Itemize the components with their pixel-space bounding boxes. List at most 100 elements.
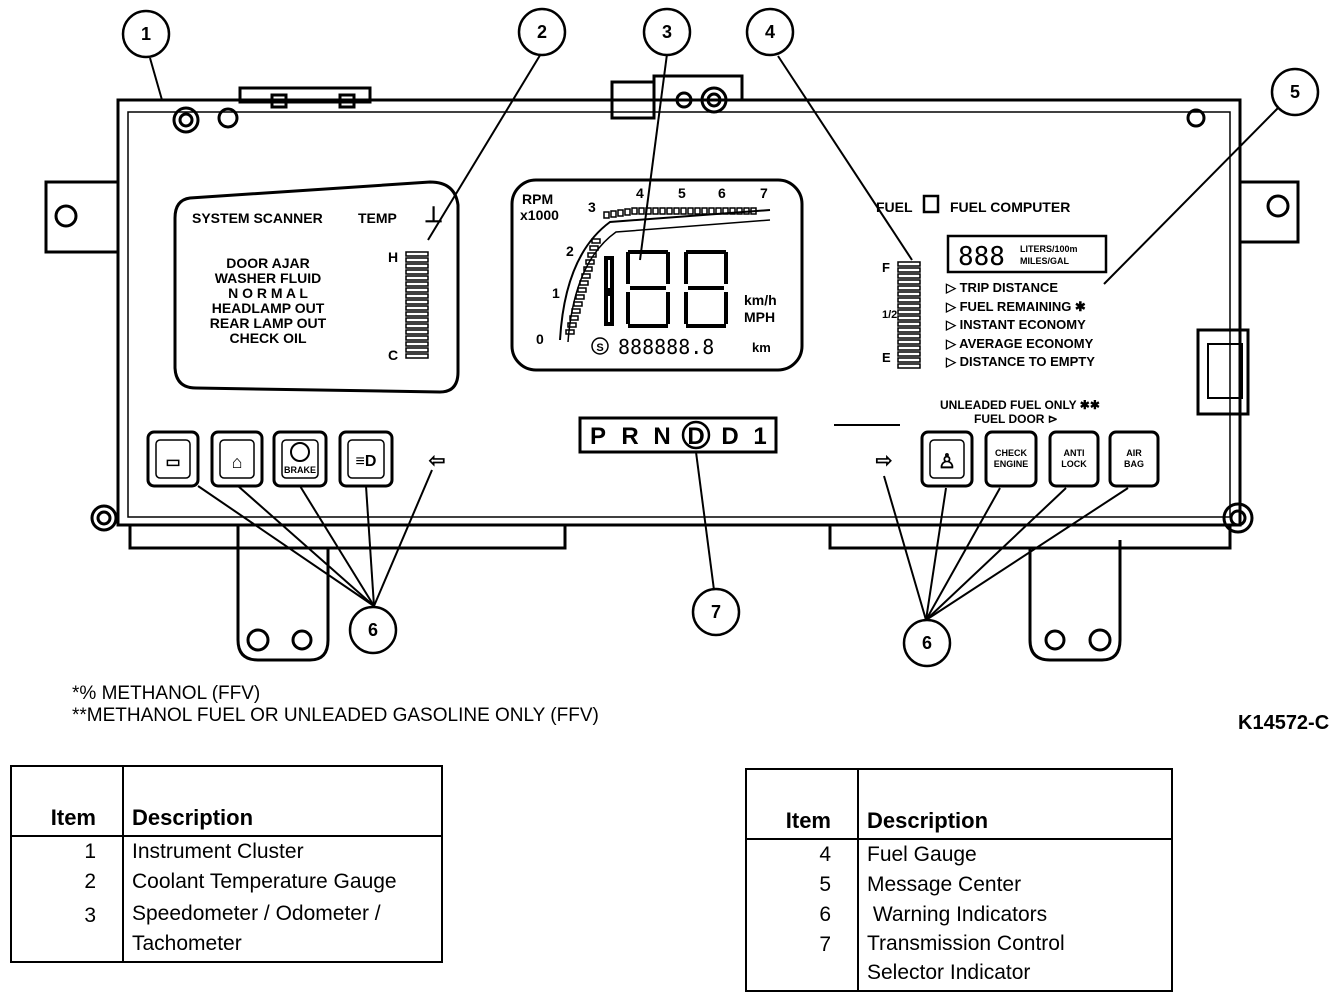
legend-description: Message Center xyxy=(857,870,1172,900)
tach-segment xyxy=(631,207,638,215)
tach-segment xyxy=(680,207,687,215)
table-row: 2 Coolant Temperature Gauge xyxy=(11,867,442,897)
unleaded-note: UNLEADED FUEL ONLY ✱✱ xyxy=(940,398,1100,412)
temp-hot-label: H xyxy=(388,249,398,265)
temp-bar-segment xyxy=(405,251,429,257)
legend-item: 3 xyxy=(84,904,96,927)
tach-segment xyxy=(687,207,694,215)
legend-header-item: Item xyxy=(50,805,96,830)
anti-lock-line2: LOCK xyxy=(1061,459,1087,469)
temp-bar-segment xyxy=(405,299,429,305)
callout-5: 5 xyxy=(1290,82,1300,102)
odometer-readout: 888888.8 xyxy=(618,335,714,359)
callout-6-left: 6 xyxy=(368,620,378,640)
seatbelt-icon: ♙ xyxy=(938,451,956,473)
legend-description: Warning Indicators xyxy=(857,900,1172,930)
anti-lock-lamp xyxy=(1048,430,1100,488)
system-scanner-panel: SYSTEM SCANNER TEMP ⊥ DOOR AJAR WASHER F… xyxy=(173,180,460,394)
battery-icon: ▭ xyxy=(165,454,180,471)
tach-segment xyxy=(567,322,577,328)
legend-header-description: Description xyxy=(122,766,442,836)
fuel-computer-panel: FUEL FUEL COMPUTER 888 LITERS/100m MILES… xyxy=(834,194,1108,426)
footnote-fuel-only: **METHANOL FUEL OR UNLEADED GASOLINE ONL… xyxy=(72,705,599,726)
check-engine-line2: ENGINE xyxy=(994,459,1029,469)
callout-6-right: 6 xyxy=(922,633,932,653)
leader-lines xyxy=(149,51,1279,621)
speed-digits xyxy=(604,250,728,328)
tach-segment xyxy=(573,301,583,307)
unit-liters: LITERS/100m xyxy=(1020,244,1078,254)
fuel-bar-segment xyxy=(897,333,921,339)
tach-segment xyxy=(571,308,581,314)
prnd-indicator: P R N D D 1 xyxy=(578,416,778,454)
check-engine-line1: CHECK xyxy=(995,448,1028,458)
odometer-prefix: S xyxy=(596,342,603,354)
temp-bar-segment xyxy=(405,275,429,281)
tach-tick-3: 3 xyxy=(588,199,596,215)
callout-7: 7 xyxy=(711,602,721,622)
fuel-bar-segment xyxy=(897,261,921,267)
legend-item: 5 xyxy=(819,873,831,896)
table-row: 6 Warning Indicators xyxy=(746,900,1172,930)
temp-bar-segment xyxy=(405,305,429,311)
odometer-unit: km xyxy=(752,340,771,355)
unit-mpg: MILES/GAL xyxy=(1020,256,1070,266)
rpm-multiplier: x1000 xyxy=(520,207,559,223)
tach-tick-1: 1 xyxy=(552,285,560,301)
check-engine-lamp xyxy=(984,430,1038,488)
legend-description: Tachometer xyxy=(122,931,442,962)
tach-segment xyxy=(659,207,666,215)
legend-description: Speedometer / Odometer / xyxy=(122,897,442,931)
tach-segment xyxy=(583,266,593,272)
headlamp-icon: ≡D xyxy=(356,453,377,470)
scanner-msg-headlamp-out: HEADLAMP OUT xyxy=(212,300,325,316)
tach-tick-0: 0 xyxy=(536,331,544,347)
fuel-bar-segment xyxy=(897,303,921,309)
tach-segment xyxy=(722,207,729,215)
temp-bar-segment xyxy=(405,329,429,335)
fuel-bar-segment xyxy=(897,279,921,285)
legend-item: 2 xyxy=(84,870,96,893)
tach-segment xyxy=(581,273,591,279)
legend-item: 7 xyxy=(819,933,831,956)
legend-description: Fuel Gauge xyxy=(857,839,1172,870)
legend-description: Coolant Temperature Gauge xyxy=(122,867,442,897)
table-row: Selector Indicator xyxy=(746,960,1172,991)
callout-1: 1 xyxy=(141,24,151,44)
gear-r: R xyxy=(621,423,638,450)
fuel-pump-icon xyxy=(922,194,940,214)
temp-gauge-bars xyxy=(405,251,429,359)
fuel-bar-segment xyxy=(897,273,921,279)
scanner-msg-washer-fluid: WASHER FLUID xyxy=(215,270,322,286)
fuel-computer-readout: 888 xyxy=(958,242,1005,272)
fuel-bar-segment xyxy=(897,345,921,351)
tach-segment xyxy=(708,207,715,215)
fuel-gauge-bars xyxy=(897,261,921,369)
battery-lamp xyxy=(146,430,200,488)
legend-description: Instrument Cluster xyxy=(122,836,442,867)
footnote-methanol: *% METHANOL (FFV) xyxy=(72,683,261,704)
tach-segment xyxy=(579,280,589,286)
tach-speedo-panel: RPM x1000 0 1 2 3 4 5 6 7 km/h MPH S 888… xyxy=(510,178,804,372)
scanner-title: SYSTEM SCANNER xyxy=(192,210,323,226)
scanner-msg-rear-lamp-out: REAR LAMP OUT xyxy=(210,315,327,331)
fuel-bar-segment xyxy=(897,285,921,291)
tach-segment xyxy=(736,207,743,215)
tach-segment xyxy=(701,207,708,215)
temp-bar-segment xyxy=(405,281,429,287)
callout-2: 2 xyxy=(537,22,547,42)
tach-segment xyxy=(575,294,585,300)
tach-tick-7: 7 xyxy=(760,185,768,201)
fuel-bar-segment xyxy=(897,291,921,297)
tach-segment xyxy=(652,207,659,215)
tach-segment xyxy=(610,210,617,218)
tach-bar-segments xyxy=(565,207,757,335)
temp-bar-segment xyxy=(405,293,429,299)
fuel-empty-label: E xyxy=(882,350,891,365)
tach-tick-5: 5 xyxy=(678,185,686,201)
legend-description: Transmission Control xyxy=(857,930,1172,960)
mode-instant-economy: ▷ INSTANT ECONOMY xyxy=(945,317,1086,332)
